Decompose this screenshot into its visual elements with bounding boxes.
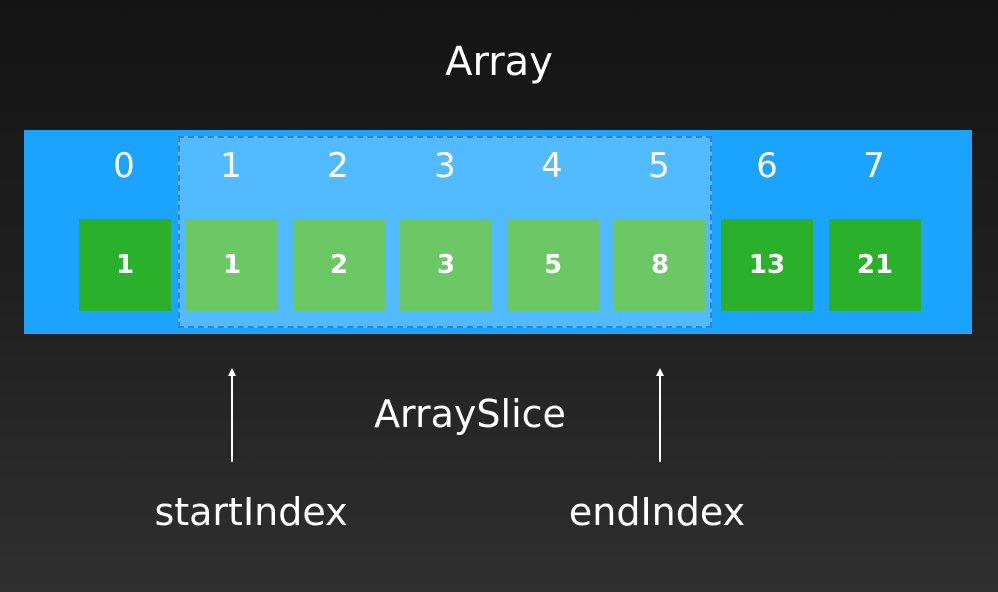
index-label: 2: [327, 146, 349, 186]
start-index-label: startIndex: [154, 490, 348, 534]
index-label: 7: [863, 146, 885, 186]
array-cell-in-slice: 3: [400, 219, 492, 311]
end-index-arrow-icon: [656, 368, 664, 462]
array-cell: 1: [79, 219, 171, 311]
index-label: 4: [541, 146, 563, 186]
start-index-arrow-icon: [228, 368, 236, 462]
index-label: 0: [113, 146, 135, 186]
array-cell-in-slice: 1: [186, 219, 278, 311]
array-cell-in-slice: 5: [507, 219, 599, 311]
diagram-title: Array: [445, 39, 553, 85]
array-cell: 21: [829, 219, 921, 311]
end-index-label: endIndex: [568, 490, 746, 534]
index-label: 5: [648, 146, 670, 186]
array-cell: 13: [721, 219, 813, 311]
slice-label: ArraySlice: [374, 392, 566, 436]
index-label: 1: [220, 146, 242, 186]
index-label: 3: [434, 146, 456, 186]
array-cell-in-slice: 8: [614, 219, 706, 311]
index-label: 6: [756, 146, 778, 186]
array-cell-in-slice: 2: [293, 219, 385, 311]
array-band: [24, 130, 972, 334]
